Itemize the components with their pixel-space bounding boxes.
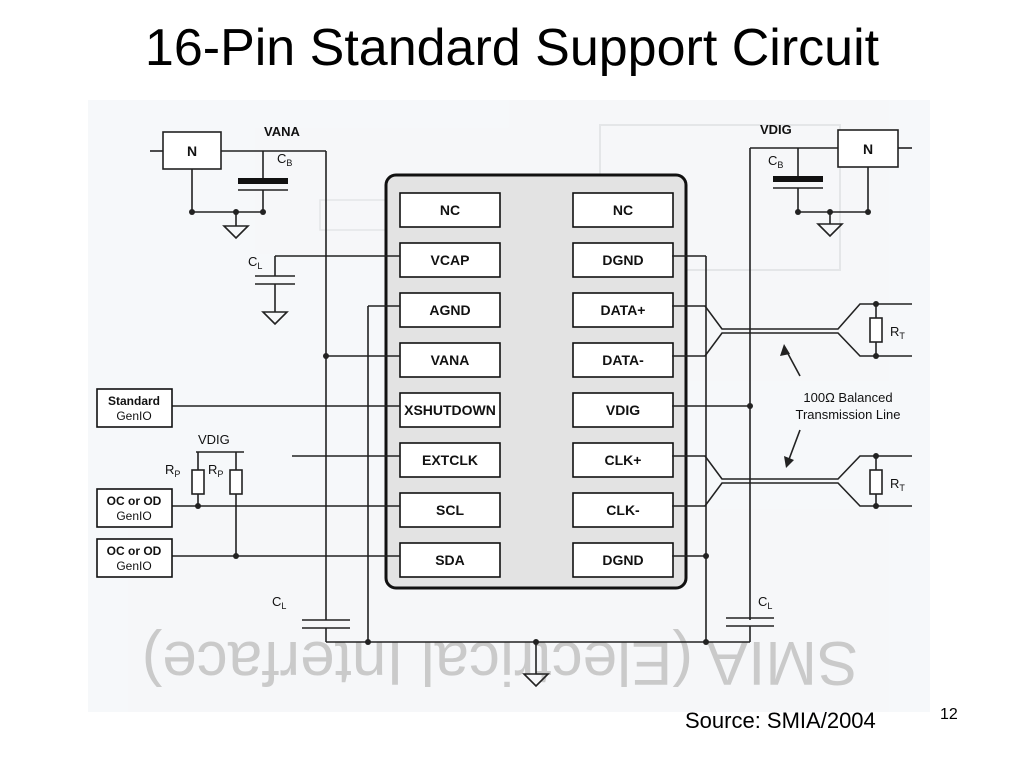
right-pin-column: NC DGND DATA+ DATA- VDIG CLK+ CLK- DGND <box>572 192 674 578</box>
rt-clk-label: R <box>890 476 899 491</box>
genio-box <box>96 388 173 428</box>
left-pin-box <box>399 242 501 278</box>
svg-text:CB: CB <box>277 151 292 168</box>
annotation-line1: 100Ω Balanced <box>803 390 892 405</box>
svg-text:CL: CL <box>248 254 262 271</box>
genio-line2: GenIO <box>116 409 151 423</box>
svg-text:RP: RP <box>208 462 223 479</box>
left-cb-label: C <box>277 151 286 166</box>
right-pin-box <box>572 192 674 228</box>
genio-line1: Standard <box>108 394 160 408</box>
source-citation: Source: SMIA/2004 <box>685 708 876 733</box>
genio-box <box>96 488 173 528</box>
left-pin-box <box>399 442 501 478</box>
left-pin-label: EXTCLK <box>422 452 478 468</box>
right-pin-label: DATA- <box>602 352 644 368</box>
rt-clk-sub: T <box>899 483 905 493</box>
svg-text:RT: RT <box>890 476 905 493</box>
bottom-right-cl-label: C <box>758 594 767 609</box>
right-pin-label: NC <box>613 202 633 218</box>
right-pin-box <box>572 292 674 328</box>
left-pin-box <box>399 392 501 428</box>
left-pin-column: NC VCAP AGND VANA XSHUTDOWN EXTCLK SCL SDA <box>399 192 501 578</box>
left-regulator-box <box>162 131 222 170</box>
right-pin-box <box>572 392 674 428</box>
vcap-cl-sub: L <box>257 261 262 271</box>
left-pin-box <box>399 492 501 528</box>
right-pin-box <box>572 492 674 528</box>
svg-text:CL: CL <box>272 594 286 611</box>
left-pin-box <box>399 192 501 228</box>
right-pin-label: DATA+ <box>601 302 646 318</box>
svg-text:CB: CB <box>768 153 783 170</box>
right-pin-box <box>572 442 674 478</box>
left-pin-box <box>399 542 501 578</box>
pullup-rail-label: VDIG <box>198 432 230 447</box>
right-pin-box <box>572 342 674 378</box>
svg-text:CL: CL <box>758 594 772 611</box>
chip-body <box>384 173 688 590</box>
slide-number: 12 <box>940 706 958 723</box>
left-pin-label: VCAP <box>431 252 470 268</box>
genio-box <box>96 538 173 578</box>
svg-text:RT: RT <box>890 324 905 341</box>
slide-title: 16-Pin Standard Support Circuit <box>144 19 880 77</box>
left-pin-box <box>399 292 501 328</box>
left-pin-box <box>399 342 501 378</box>
left-pin-label: SDA <box>435 552 465 568</box>
bottom-right-cl-sub: L <box>767 601 772 611</box>
bottom-left-cl-sub: L <box>281 601 286 611</box>
genio-line2: GenIO <box>116 509 151 523</box>
right-pin-label: VDIG <box>606 402 640 418</box>
right-pin-box <box>572 242 674 278</box>
background-watermark: SMIA (Electrical Interface) <box>142 628 859 697</box>
right-cb-sub: B <box>777 160 783 170</box>
left-pin-label: SCL <box>436 502 464 518</box>
left-pin-label: XSHUTDOWN <box>404 402 496 418</box>
annotation-line2: Transmission Line <box>795 407 900 422</box>
vana-rail-label: VANA <box>264 124 300 139</box>
right-cb-label: C <box>768 153 777 168</box>
rt-data-label: R <box>890 324 899 339</box>
bottom-left-cl-label: C <box>272 594 281 609</box>
left-pin-label: AGND <box>429 302 470 318</box>
right-pin-label: DGND <box>602 552 643 568</box>
right-pin-label: CLK- <box>606 502 640 518</box>
rt-data-sub: T <box>899 331 905 341</box>
right-pin-box <box>572 542 674 578</box>
rp-right-label: R <box>208 462 217 477</box>
ground-symbol <box>522 673 550 688</box>
left-pin-label: VANA <box>431 352 470 368</box>
left-cb-sub: B <box>286 158 292 168</box>
left-regulator-label: N <box>187 143 197 159</box>
svg-text:RP: RP <box>165 462 180 479</box>
right-pin-label: CLK+ <box>605 452 642 468</box>
right-pin-label: DGND <box>602 252 643 268</box>
right-regulator-label: N <box>863 141 873 157</box>
rp-left-label: R <box>165 462 174 477</box>
rp-right-sub: P <box>217 469 223 479</box>
left-pin-label: NC <box>440 202 460 218</box>
genio-line1: OC or OD <box>107 544 162 558</box>
genio-line1: OC or OD <box>107 494 162 508</box>
rp-left-sub: P <box>174 469 180 479</box>
genio-line2: GenIO <box>116 559 151 573</box>
vcap-cl-label: C <box>248 254 257 269</box>
vdig-rail-label: VDIG <box>760 122 792 137</box>
